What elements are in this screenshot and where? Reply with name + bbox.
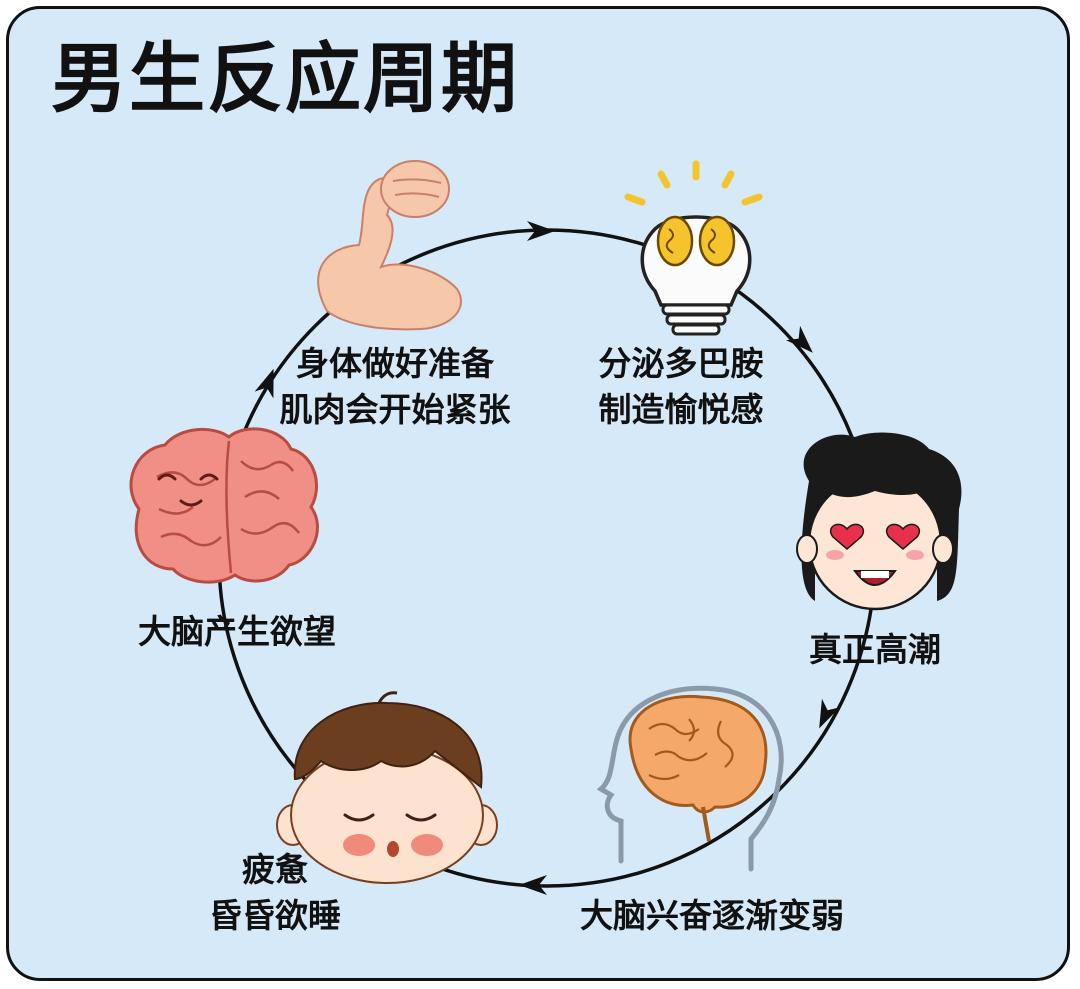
- stage-dopamine-line-2: 制造愉悦感: [598, 390, 764, 430]
- stage-muscle-line-2: 肌肉会开始紧张: [279, 390, 511, 430]
- sleepy-boy-icon: [276, 691, 498, 884]
- page-title: 男生反应周期: [51, 34, 519, 123]
- arrow-left: [254, 368, 274, 399]
- stage-desire-label: 大脑产生欲望: [117, 609, 357, 655]
- stage-tired-line-2: 昏昏欲睡: [209, 896, 341, 936]
- stage-tired-label: 疲惫 昏昏欲睡: [195, 847, 355, 939]
- stage-climax-line-1: 真正高潮: [809, 630, 941, 669]
- lightbulb-brain-icon: [624, 160, 763, 336]
- smiling-brain-icon: [129, 427, 319, 584]
- heart-eyes-face-icon: [796, 432, 962, 611]
- arrow-bottom: [519, 875, 547, 895]
- head-brain-profile-icon: [596, 685, 784, 872]
- stage-muscle-line-1: 身体做好准备: [296, 344, 494, 383]
- stage-muscle-label: 身体做好准备 肌肉会开始紧张: [265, 341, 525, 433]
- flexed-arm-icon: [317, 160, 462, 331]
- diagram-card: 男生反应周期: [6, 6, 1070, 981]
- cycle-diagram: [129, 160, 962, 895]
- arrow-top: [527, 221, 555, 241]
- stage-dopamine-label: 分泌多巴胺 制造愉悦感: [569, 341, 793, 433]
- stage-dopamine-line-1: 分泌多巴胺: [598, 344, 764, 383]
- arrow-upper-right: [785, 325, 813, 353]
- stage-desire-line-1: 大脑产生欲望: [138, 612, 336, 651]
- arrow-lower-right: [819, 698, 841, 729]
- stage-climax-label: 真正高潮: [795, 627, 955, 673]
- cycle-arrows: [254, 221, 841, 895]
- stage-decline-label: 大脑兴奋逐渐变弱: [557, 893, 867, 939]
- stage-decline-line-1: 大脑兴奋逐渐变弱: [580, 896, 844, 935]
- stage-tired-line-1: 疲惫: [242, 850, 308, 889]
